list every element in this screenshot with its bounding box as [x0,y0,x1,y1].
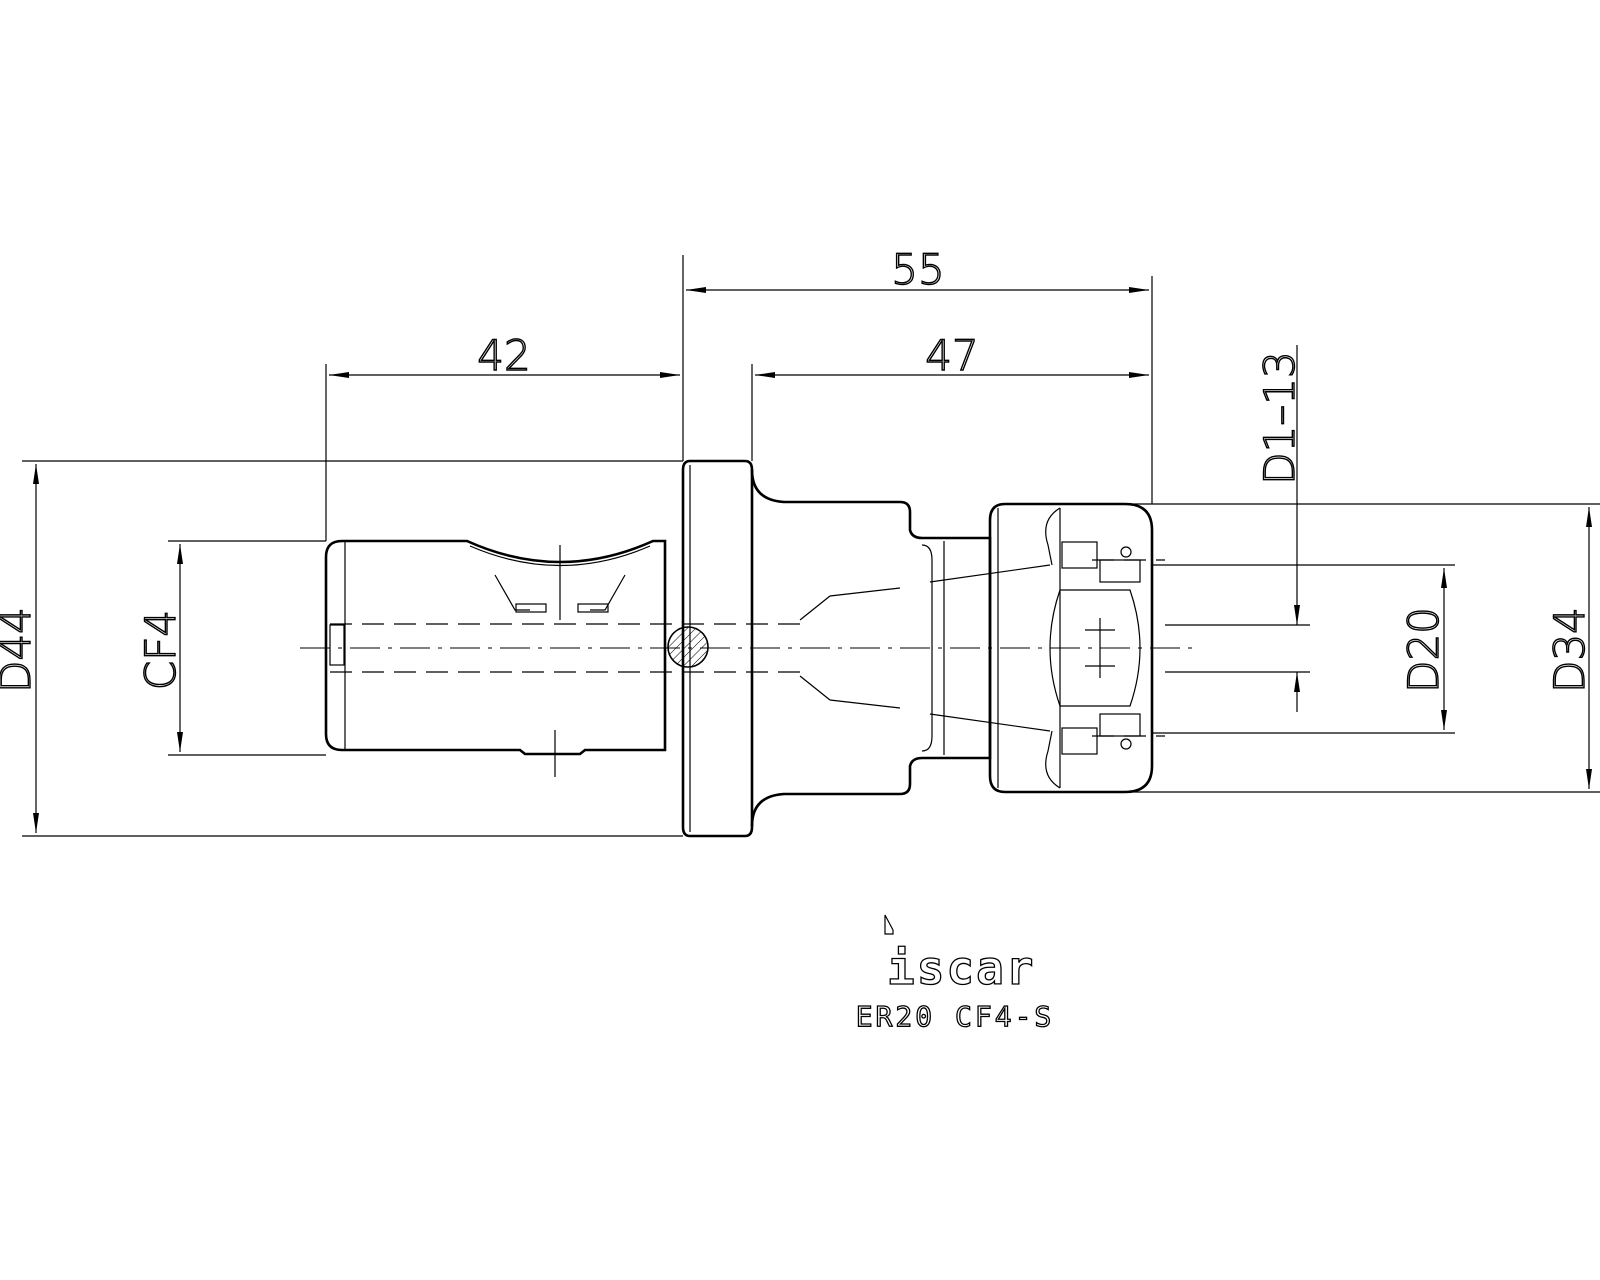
logo-text: iscar [887,941,1035,995]
dimension-lines [22,255,1600,837]
internal-cone-bottom [799,675,901,709]
iscar-logo: iscar [884,914,1035,996]
center-lines [300,545,1195,777]
dim-overall-length: 55 [891,245,944,294]
dim-shank-length: 42 [477,331,530,380]
flange-outline [681,459,754,838]
nut-ball-top [1120,546,1132,558]
collet-slot-top [1061,541,1098,569]
nut-ball-bottom [1120,738,1132,750]
shank-flat-slot-left [515,603,547,613]
pin-cross-section [667,626,709,668]
dim-clamping-range: D1–13 [1255,351,1304,485]
shank-outline [324,539,667,756]
shank-clamp-flat [494,574,626,611]
dim-nut-diameter: D34 [1545,607,1594,693]
nut-ring-top [1099,559,1141,583]
dim-collet-diameter: D20 [1399,607,1448,693]
nut-center-facet [1049,589,1141,707]
dim-body-length: 47 [925,331,978,380]
dim-shank-size: CF4 [136,610,185,690]
hidden-lines [330,559,1165,737]
nut-facet-bottom [1045,730,1061,789]
shank-flat-slot-right [577,603,609,613]
dim-flange-diameter: D44 [0,607,40,693]
nut-ring-bottom [1099,713,1141,737]
collet-slot-bottom [1061,727,1098,755]
internal-cone-top [799,587,901,621]
part-outline [324,459,1154,838]
body-thread-relief [921,544,933,752]
collet-taper-bottom [929,713,1051,732]
shank-end-bore [329,624,345,666]
collet-taper-top [929,564,1051,583]
model-number: ER20 CF4-S [856,1000,1055,1033]
collet-nut-outline [988,502,1154,794]
nut-facet-top [1045,507,1061,566]
